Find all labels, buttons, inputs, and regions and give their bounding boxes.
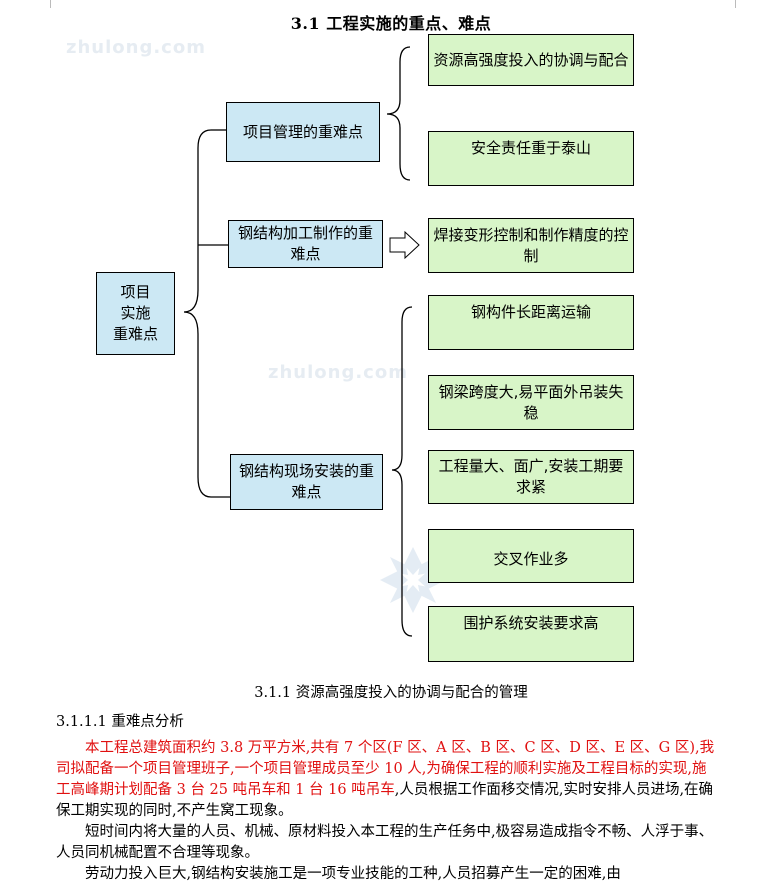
leaf-beam-span-instability: 钢梁跨度大,易平面外吊装失稳 xyxy=(428,375,634,430)
leaf-envelope-installation: 围护系统安装要求高 xyxy=(428,606,634,662)
paragraph-1-rest: ,人员根据工作面移交情况,实时安排人员进场,在确保工期实现的同时,不产生窝工现象… xyxy=(56,782,714,819)
section-title: 3.1 工程实施的重点、难点 xyxy=(290,14,492,33)
branch-steel-fabrication: 钢结构加工制作的重难点 xyxy=(228,220,383,268)
subsection-title: 3.1.1 资源高强度投入的协调与配合的管理 xyxy=(254,685,528,701)
leaf-safety-responsibility: 安全责任重于泰山 xyxy=(428,131,634,186)
branch-steel-site-installation: 钢结构现场安装的重难点 xyxy=(230,454,383,510)
watermark-middle: zhulong.com xyxy=(268,362,408,383)
watermark-top: zhulong.com xyxy=(66,37,206,58)
paragraph-1-highlight: 本工程总建筑面积约 3.8 万平方米,共有 7 个区(F 区、A 区、B 区、C… xyxy=(56,740,715,798)
page-edge-left xyxy=(50,0,51,8)
leaf-cross-operations: 交叉作业多 xyxy=(428,529,634,583)
paragraph-1: 本工程总建筑面积约 3.8 万平方米,共有 7 个区(F 区、A 区、B 区、C… xyxy=(56,738,716,822)
leaf-welding-deformation: 焊接变形控制和制作精度的控制 xyxy=(428,218,634,273)
leaf-long-distance-transport: 钢构件长距离运输 xyxy=(428,295,634,350)
diagram-connectors xyxy=(183,46,420,637)
branch-project-management: 项目管理的重难点 xyxy=(226,102,380,162)
root-node: 项目 实施 重难点 xyxy=(96,272,175,355)
watermark-logo-icon xyxy=(380,547,446,613)
paragraph-3: 劳动力投入巨大,钢结构安装施工是一项专业技能的工种,人员招募产生一定的困难,由 xyxy=(85,866,621,882)
leaf-resource-coordination: 资源高强度投入的协调与配合 xyxy=(428,34,634,86)
page-edge-right xyxy=(735,0,736,8)
paragraph-2: 短时间内将大量的人员、机械、原材料投入本工程的生产任务中,极容易造成指令不畅、人… xyxy=(56,824,714,861)
subsubsection-title: 3.1.1.1 重难点分析 xyxy=(56,714,184,730)
leaf-large-workload: 工程量大、面广,安装工期要求紧 xyxy=(428,450,634,504)
